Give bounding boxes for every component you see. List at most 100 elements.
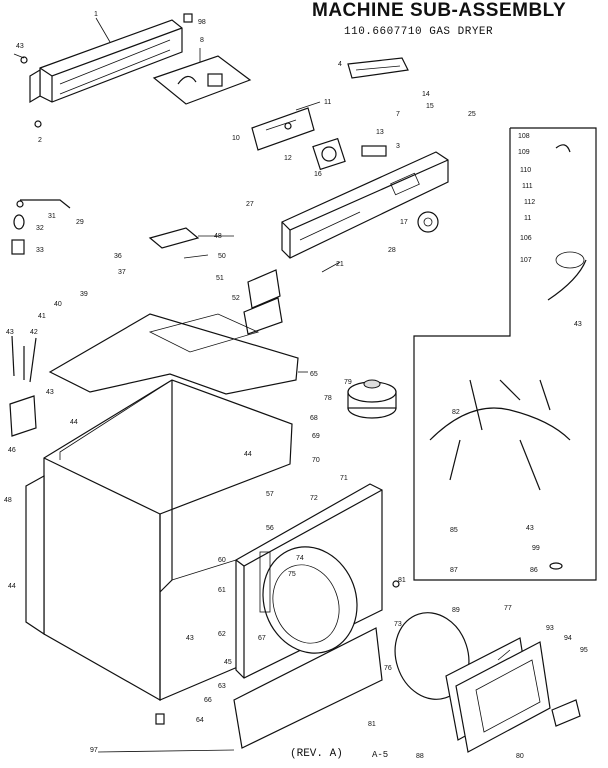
part-label: 31 bbox=[48, 213, 56, 220]
part-label: 60 bbox=[218, 557, 226, 564]
harness-inset bbox=[413, 127, 597, 581]
part-label: 81 bbox=[368, 721, 376, 728]
part-label: 3 bbox=[396, 143, 400, 150]
diagram-title: MACHINE SUB-ASSEMBLY bbox=[312, 0, 567, 21]
part-label: 68 bbox=[310, 415, 318, 422]
fastener-86 bbox=[549, 562, 563, 570]
part-label: 43 bbox=[186, 635, 194, 642]
part-label: 72 bbox=[310, 495, 318, 502]
part-label: 73 bbox=[394, 621, 402, 628]
part-label: 43 bbox=[526, 525, 534, 532]
part-label: 43 bbox=[6, 329, 14, 336]
door-assembly bbox=[445, 637, 581, 753]
part-label: 44 bbox=[70, 419, 78, 426]
part-label: 86 bbox=[530, 567, 538, 574]
part-label: 67 bbox=[258, 635, 266, 642]
part-label: 85 bbox=[450, 527, 458, 534]
part-label: 95 bbox=[580, 647, 588, 654]
part-label: 57 bbox=[266, 491, 274, 498]
part-label: 48 bbox=[214, 233, 222, 240]
top-panel bbox=[48, 313, 299, 395]
bracket-33 bbox=[11, 239, 25, 255]
part-label: 71 bbox=[340, 475, 348, 482]
control-panel bbox=[281, 151, 449, 259]
part-label: 46 bbox=[8, 447, 16, 454]
part-label: 7 bbox=[396, 111, 400, 118]
part-label: 110 bbox=[520, 167, 531, 174]
part-label: 8 bbox=[200, 37, 204, 44]
door-gasket bbox=[394, 612, 470, 700]
part-label: 65 bbox=[310, 371, 318, 378]
part-label: 29 bbox=[76, 219, 84, 226]
part-label: 28 bbox=[388, 247, 396, 254]
fastener-84 bbox=[155, 713, 165, 725]
bracket-4 bbox=[347, 57, 409, 79]
part-label: 82 bbox=[452, 409, 460, 416]
door-switch-48 bbox=[148, 227, 200, 249]
part-label: 1 bbox=[94, 11, 98, 18]
screw-98 bbox=[183, 13, 193, 23]
part-label: 70 bbox=[312, 457, 320, 464]
part-label: 50 bbox=[218, 253, 226, 260]
part-label: 93 bbox=[546, 625, 554, 632]
part-label: 109 bbox=[518, 149, 530, 156]
timer-knob bbox=[312, 137, 346, 171]
part-label: 39 bbox=[80, 291, 88, 298]
part-label: 66 bbox=[204, 697, 212, 704]
part-label: 94 bbox=[564, 635, 572, 642]
part-label: 25 bbox=[468, 111, 476, 118]
part-label: 69 bbox=[312, 433, 320, 440]
part-label: 4 bbox=[338, 61, 342, 68]
part-label: 107 bbox=[520, 257, 532, 264]
part-label: 48 bbox=[4, 497, 12, 504]
part-label: 61 bbox=[218, 587, 226, 594]
part-label: 13 bbox=[376, 129, 384, 136]
part-labels: 1 98 43 2 8 4 11 7 14 15 25 10 12 16 13 … bbox=[4, 11, 588, 760]
part-label: 106 bbox=[520, 235, 532, 242]
part-label: 44 bbox=[244, 451, 252, 458]
part-label: 45 bbox=[224, 659, 232, 666]
switch-plate bbox=[251, 107, 315, 151]
part-label: 17 bbox=[400, 219, 408, 226]
part-label: 87 bbox=[450, 567, 458, 574]
screw-2 bbox=[34, 120, 42, 128]
switch-parts-52 bbox=[243, 269, 283, 335]
part-label: 43 bbox=[16, 43, 24, 50]
part-label: 98 bbox=[198, 19, 206, 26]
model-number: 110.6607710 GAS DRYER bbox=[344, 26, 494, 38]
part-label: 88 bbox=[416, 753, 424, 760]
part-label: 37 bbox=[118, 269, 126, 276]
leader-lines bbox=[13, 17, 511, 753]
part-label: 56 bbox=[266, 525, 274, 532]
part-label: 44 bbox=[8, 583, 16, 590]
part-label: 43 bbox=[46, 389, 54, 396]
part-label: 75 bbox=[288, 571, 296, 578]
sensor-32 bbox=[13, 214, 25, 230]
part-label: 2 bbox=[38, 137, 42, 144]
drum-bearing-78 bbox=[347, 379, 397, 419]
part-label: 52 bbox=[232, 295, 240, 302]
part-label: 10 bbox=[232, 135, 240, 142]
part-label: 14 bbox=[422, 91, 430, 98]
part-label: 63 bbox=[218, 683, 226, 690]
bracket-46 bbox=[9, 395, 37, 437]
part-label: 41 bbox=[38, 313, 46, 320]
top-console-housing bbox=[29, 19, 183, 104]
part-label: 77 bbox=[504, 605, 512, 612]
part-label: 64 bbox=[196, 717, 204, 724]
part-label: 12 bbox=[284, 155, 292, 162]
part-label: 78 bbox=[324, 395, 332, 402]
panel-knob-28 bbox=[417, 211, 439, 233]
kick-panel bbox=[233, 627, 383, 749]
part-label: 74 bbox=[296, 555, 304, 562]
part-label: 42 bbox=[30, 329, 38, 336]
bracket-6 bbox=[152, 55, 252, 105]
revision-label: (REV. A) bbox=[290, 748, 343, 760]
part-label: 111 bbox=[522, 183, 533, 190]
front-panel bbox=[235, 483, 383, 679]
fastener-81 bbox=[392, 580, 400, 588]
part-label: 51 bbox=[216, 275, 224, 282]
part-label: 11 bbox=[324, 99, 331, 106]
screw-43-top bbox=[20, 56, 28, 64]
